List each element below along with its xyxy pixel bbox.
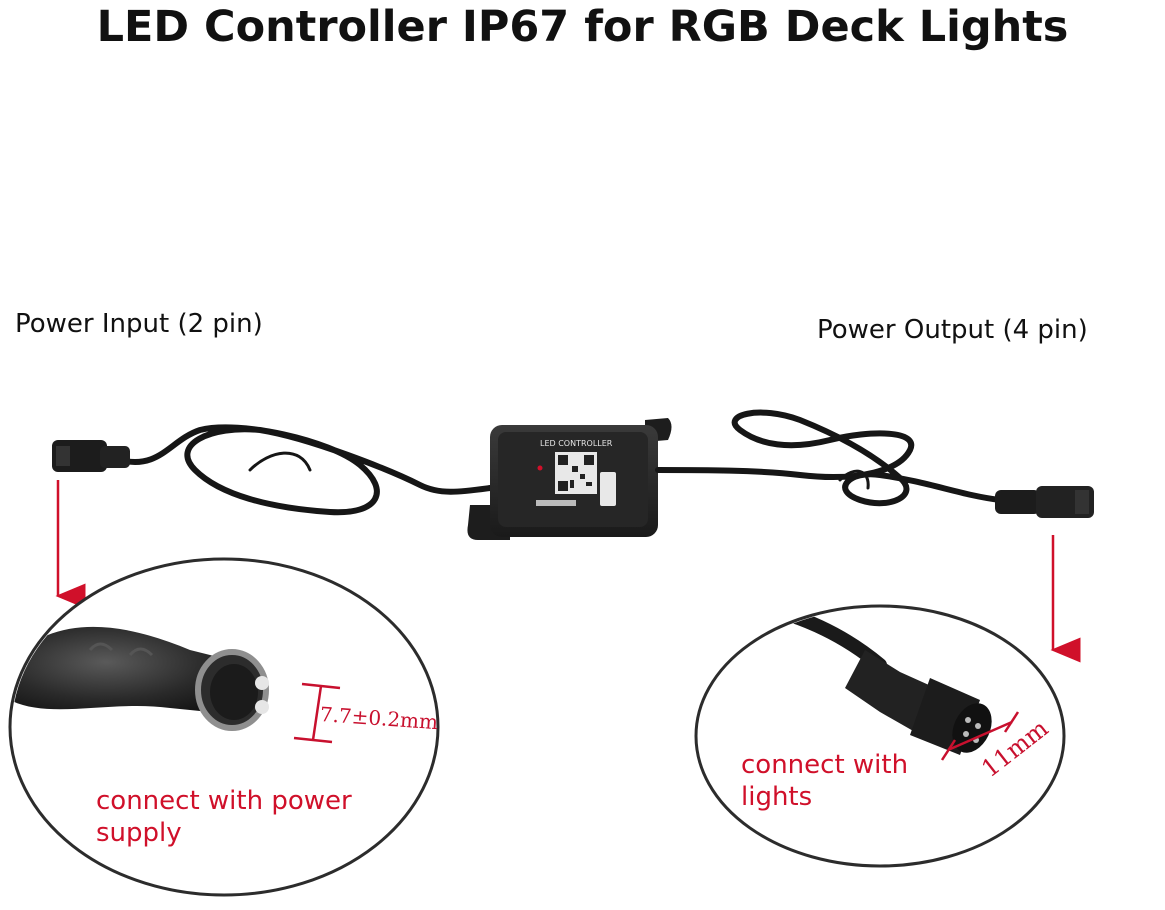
left-cable bbox=[117, 424, 493, 516]
left-plug bbox=[52, 440, 130, 472]
device-header-text: LED CONTROLLER bbox=[540, 439, 613, 448]
output-connector-closeup bbox=[694, 604, 1066, 868]
input-note: connect with power supply bbox=[96, 786, 352, 848]
power-output-label: Power Output (4 pin) bbox=[817, 315, 1088, 345]
controller-box: LED CONTROLLER bbox=[467, 418, 672, 540]
right-cable bbox=[655, 409, 1003, 507]
power-input-label: Power Input (2 pin) bbox=[15, 309, 263, 339]
output-note: connect with lights bbox=[741, 750, 909, 812]
right-plug bbox=[995, 486, 1094, 518]
page-title: LED Controller IP67 for RGB Deck Lights bbox=[96, 2, 1069, 52]
input-connector-closeup bbox=[8, 557, 440, 897]
